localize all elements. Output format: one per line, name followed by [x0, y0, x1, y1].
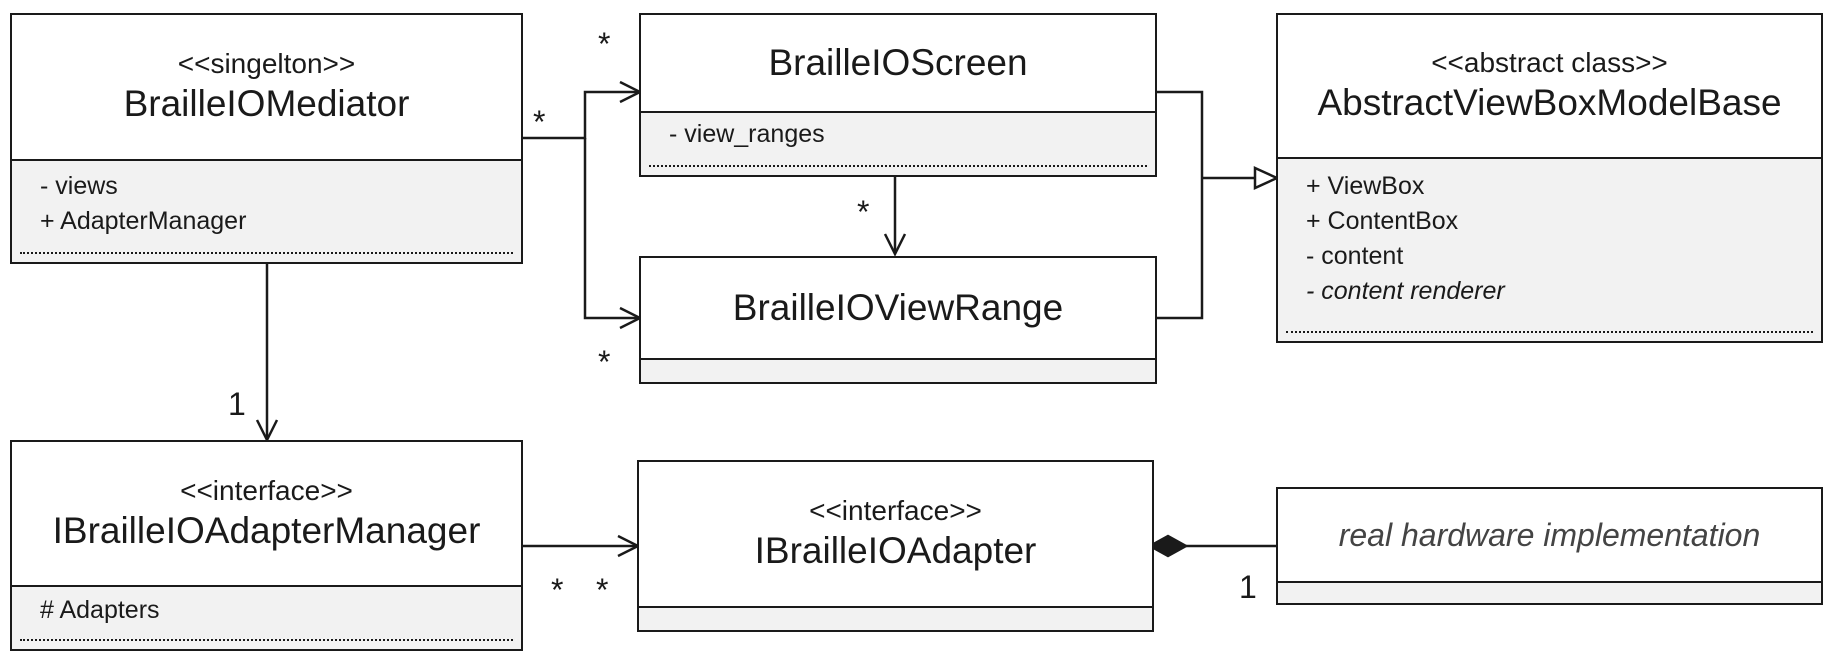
multiplicity-screen-viewrange: *: [857, 194, 870, 230]
multiplicity-manager-adapter-a: *: [551, 572, 564, 608]
comp-diamond: [1147, 534, 1189, 558]
class-attributes: - view_ranges: [641, 113, 1155, 175]
class-header: real hardware implementation: [1278, 489, 1821, 583]
class-header: <<singelton>> BrailleIOMediator: [12, 15, 521, 161]
assoc-mediator-viewrange: [583, 138, 640, 320]
class-name: BrailleIOViewRange: [732, 287, 1064, 328]
class-header: BrailleIOScreen: [641, 15, 1155, 113]
attribute: - content: [1306, 242, 1404, 270]
class-braille-io-mediator: <<singelton>> BrailleIOMediator - views …: [10, 13, 523, 264]
gen-triangle: [1253, 166, 1281, 190]
attribute: + ViewBox: [1306, 172, 1425, 200]
assoc-mediator-screen: [520, 90, 640, 140]
class-header: <<interface>> IBrailleIOAdapterManager: [12, 442, 521, 587]
class-braille-io-screen: BrailleIOScreen - view_ranges: [639, 13, 1157, 177]
stereotype-label: <<interface>>: [180, 474, 353, 506]
dotted-separator: [20, 252, 513, 254]
class-attributes: - views + AdapterManager: [12, 161, 521, 262]
class-braille-io-view-range: BrailleIOViewRange: [639, 256, 1157, 384]
multiplicity-manager-adapter-b: *: [596, 572, 609, 608]
class-attributes: + ViewBox + ContentBox - content - conte…: [1278, 159, 1821, 341]
attribute: - view_ranges: [669, 120, 825, 148]
stereotype-label: <<singelton>>: [177, 48, 356, 79]
attribute: - views: [40, 172, 118, 200]
stereotype-label: <<abstract class>>: [1431, 47, 1668, 78]
multiplicity-mediator-manager: 1: [228, 386, 246, 422]
arrowhead-screen-viewrange: [883, 233, 907, 257]
class-attributes: # Adapters: [12, 587, 521, 649]
class-abstract-view-box-model-base: <<abstract class>> AbstractViewBoxModelB…: [1276, 13, 1823, 343]
dotted-separator: [1286, 331, 1813, 333]
class-real-hardware-implementation: real hardware implementation: [1276, 487, 1823, 605]
attribute: + ContentBox: [1306, 207, 1459, 235]
multiplicity-screen-top: *: [598, 26, 611, 62]
attribute: - content renderer: [1306, 277, 1505, 305]
class-ibraille-io-adapter-manager: <<interface>> IBrailleIOAdapterManager #…: [10, 440, 523, 651]
class-header: <<abstract class>> AbstractViewBoxModelB…: [1278, 15, 1821, 159]
class-header: BrailleIOViewRange: [641, 258, 1155, 360]
class-attributes: [639, 608, 1152, 630]
attribute: + AdapterManager: [40, 207, 247, 235]
gen-screen: [1155, 90, 1204, 320]
class-name: BrailleIOScreen: [768, 42, 1028, 83]
dotted-separator: [20, 639, 513, 641]
stereotype-label: <<interface>>: [809, 495, 982, 526]
dotted-separator: [649, 165, 1147, 167]
class-name: IBrailleIOAdapter: [754, 530, 1037, 571]
class-name: BrailleIOMediator: [123, 83, 410, 124]
attribute: # Adapters: [40, 596, 160, 624]
multiplicity-mediator-out: *: [533, 104, 546, 140]
multiplicity-hardware-adapter: 1: [1239, 569, 1257, 605]
class-name: IBrailleIOAdapterManager: [52, 509, 481, 551]
class-attributes: [641, 360, 1155, 382]
class-name: AbstractViewBoxModelBase: [1317, 82, 1782, 123]
class-attributes: [1278, 583, 1821, 603]
class-header: <<interface>> IBrailleIOAdapter: [639, 462, 1152, 608]
multiplicity-viewrange-left: *: [598, 344, 611, 380]
class-ibraille-io-adapter: <<interface>> IBrailleIOAdapter: [637, 460, 1154, 632]
class-name: real hardware implementation: [1338, 517, 1761, 553]
